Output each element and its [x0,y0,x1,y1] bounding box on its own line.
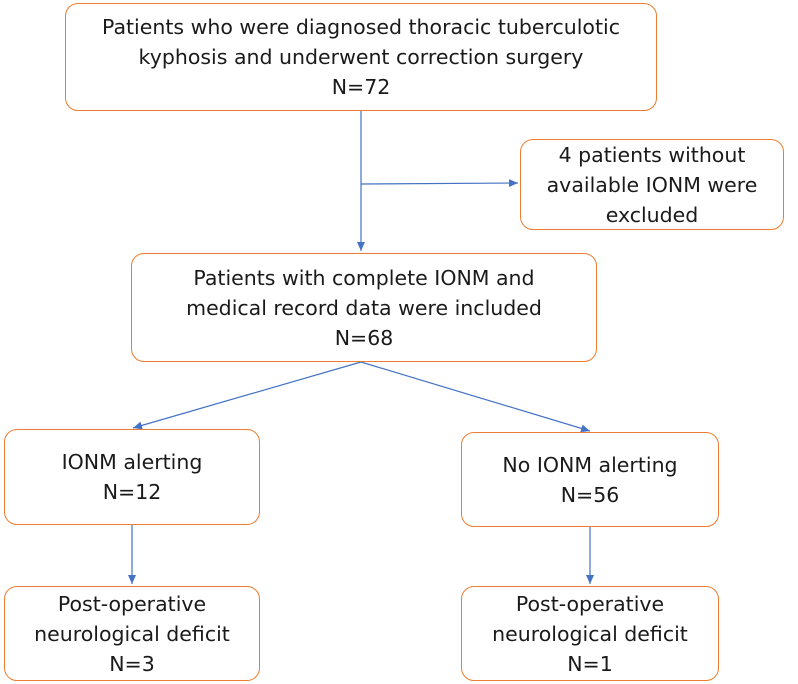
node-count: N=56 [560,482,620,507]
node-count: N=3 [109,651,155,676]
node-text-line: IONM alerting [61,450,203,474]
node-deficit-no-alerting: Post-operative neurological deficit N=1 [461,586,719,681]
node-count: N=68 [334,325,394,350]
node-text-line: Patients who were diagnosed thoracic tub… [102,15,620,39]
node-text-line: Post-operative [57,591,207,616]
node-initial-cohort: Patients who were diagnosed thoracic tub… [65,3,657,111]
node-ionm-alerting: IONM alerting N=12 [4,429,260,525]
node-excluded: 4 patients without available IONM were e… [520,139,784,230]
node-text-line: medical record data were included [186,295,542,320]
arrow-start-to-excluded [360,179,519,188]
node-count: N=72 [331,75,391,99]
arrow-included-to-alerting [132,361,362,430]
node-text-line: No IONM alerting [502,452,678,477]
node-text-line: Patients with complete IONM and [193,265,535,290]
node-text-line: neurological deficit [492,621,688,646]
node-text-line: Post-operative [515,591,665,616]
arrow-included-to-noalerting [360,361,591,433]
node-text-line: 4 patients without [558,142,746,167]
node-text-line: neurological deficit [34,621,230,646]
node-count: N=1 [567,651,613,676]
node-count: N=12 [102,480,162,504]
node-included: Patients with complete IONM and medical … [131,253,597,362]
node-text-line: excluded [605,202,699,227]
node-no-ionm-alerting: No IONM alerting N=56 [461,432,719,527]
node-text-line: available IONM were [546,172,758,197]
node-text-line: kyphosis and underwent correction surger… [138,45,584,69]
node-deficit-alerting: Post-operative neurological deficit N=3 [4,586,260,681]
